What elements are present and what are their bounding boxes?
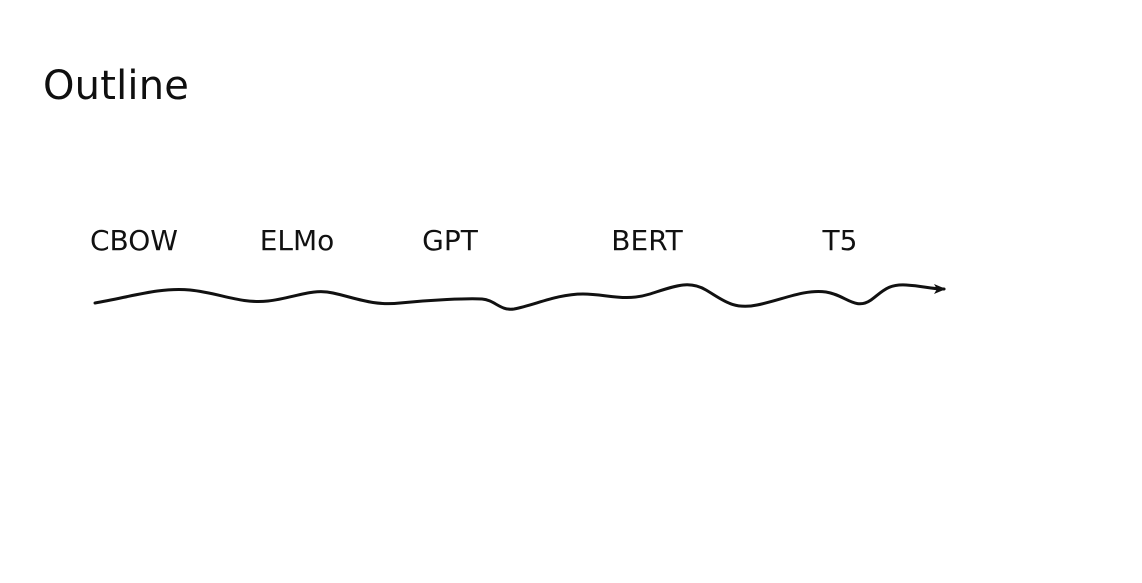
slide-title: Outline (43, 63, 190, 109)
timeline-item-cbow: CBOW (90, 224, 178, 257)
timeline-item-bert: BERT (611, 224, 683, 257)
timeline-item-t5: T5 (822, 224, 858, 257)
timeline-item-gpt: GPT (422, 224, 478, 257)
timeline-item-elmo: ELMo (259, 224, 335, 257)
timeline-line (93, 283, 946, 311)
